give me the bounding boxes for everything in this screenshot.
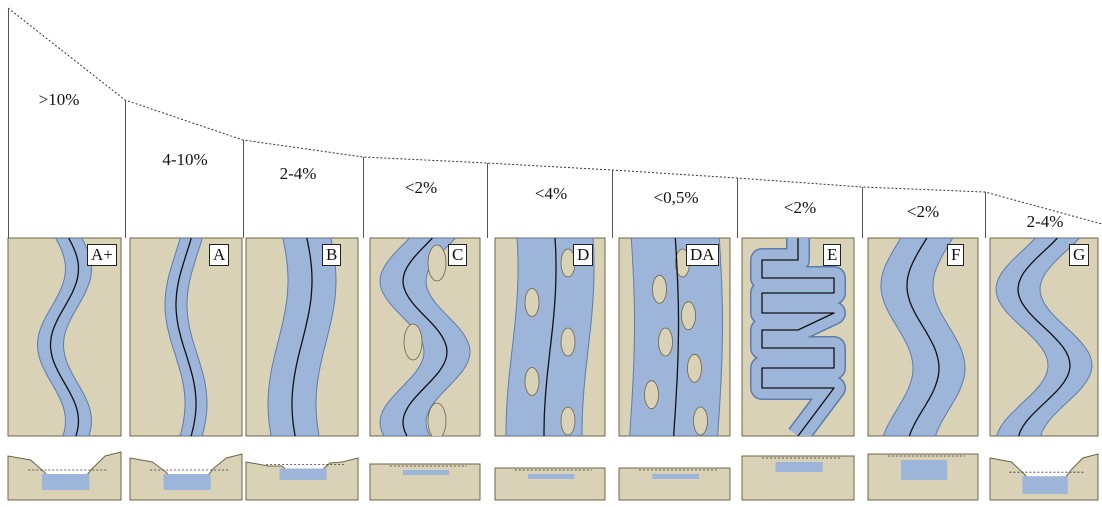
stream-type-label-b: B [322,244,342,266]
slope-label-a: 4-10% [162,150,208,169]
water-channel-f [880,238,966,436]
thalweg-b [291,238,313,436]
plan-view-g [989,237,1099,437]
bar-island [560,327,576,357]
bar-island [427,244,447,282]
cross-section-b [245,457,359,501]
column-divider-6 [612,170,613,238]
plan-view-e [741,237,855,437]
column-divider-2 [125,100,126,238]
bar-island [644,380,659,410]
column-divider-1 [8,8,9,238]
section-water-b [279,468,327,480]
slope-label-f: <2% [906,202,940,221]
cross-section-g [989,453,1099,501]
thalweg-f [906,238,940,436]
slope-label-da: <0,5% [653,188,699,207]
bar-island [658,327,673,357]
cross-section-d [494,467,606,501]
plan-view-a-plus [7,237,122,437]
cross-section-da [618,467,731,501]
stream-type-label-c: C [448,244,468,266]
thalweg-c [402,238,448,436]
bar-island [403,323,423,361]
plan-view-b [245,237,359,437]
slope-label-e: <2% [783,198,817,217]
stream-type-label-g: G [1069,244,1090,266]
water-channel-a-plus [36,238,93,436]
section-ground-a [129,453,243,501]
thalweg-a [175,238,197,436]
section-water-da [652,474,699,479]
bar-island [524,367,540,396]
slope-profile-line [7,7,1102,225]
slope-label-g: 2-4% [1026,212,1064,231]
cross-section-e [741,455,855,501]
stream-type-label-e: E [823,244,842,266]
section-ground-e [741,455,855,501]
thalweg-g [1017,238,1071,436]
slope-label-b: 2-4% [279,164,317,183]
water-channel-g [995,238,1093,436]
section-water-c [403,470,450,475]
section-ground-c [369,463,481,501]
thalweg-a-plus [49,238,80,436]
column-divider-4 [363,157,364,238]
section-ground-da [618,467,731,501]
bar-island [652,274,667,304]
section-ground-d [494,467,606,501]
bar-island [681,301,696,331]
column-divider-8 [862,187,863,238]
bar-island [524,288,540,317]
stream-type-label-d: D [573,244,594,266]
cross-section-c [369,463,481,501]
section-water-g [1022,476,1068,494]
bar-island [560,406,576,436]
section-water-a-plus [41,474,90,490]
cross-section-f [867,453,979,501]
section-ground-a-plus [7,451,122,501]
section-water-a [163,474,211,490]
column-divider-3 [243,140,244,238]
thalweg-e [761,238,835,436]
water-channel-a [164,238,208,436]
cross-section-a [129,453,243,501]
water-channel-d [505,238,595,436]
plan-view-d [494,237,606,437]
stream-type-label-da: DA [686,244,719,266]
plan-view-c [369,237,481,437]
column-divider-9 [985,192,986,238]
plan-view-a [129,237,243,437]
plan-view-f [867,237,979,437]
slope-label-d: <4% [534,184,568,203]
section-water-e [775,462,823,472]
stream-type-label-a-plus: A+ [87,244,117,266]
section-water-f [901,460,948,480]
stream-type-label-a: A [209,244,230,266]
water-channel-b [267,238,337,436]
section-ground-g [989,453,1099,501]
section-water-d [528,474,575,479]
slope-label-a-plus: >10% [38,90,80,109]
column-divider-5 [487,163,488,238]
thalweg-d [543,238,557,436]
slope-label-c: <2% [404,178,438,197]
bar-island [693,406,708,436]
thalweg-da [673,238,680,436]
plan-view-da [618,237,731,437]
water-channel-c [379,238,471,436]
bar-island [687,353,702,383]
column-divider-7 [737,178,738,238]
stream-type-label-f: F [947,244,965,266]
bar-island [427,402,447,436]
cross-section-a-plus [7,451,122,501]
